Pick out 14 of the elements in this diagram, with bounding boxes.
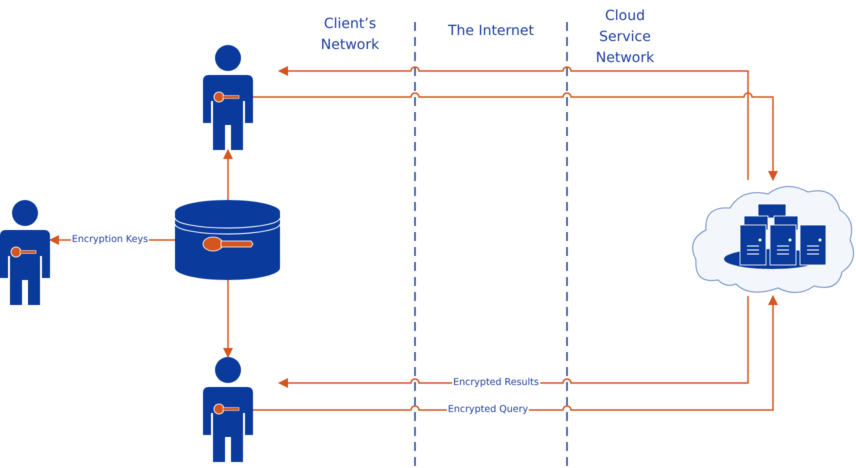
- user-icon: [0, 200, 50, 305]
- arrow: [278, 66, 749, 180]
- edge-label: Encrypted Results: [452, 377, 540, 389]
- user-icon: [203, 357, 253, 462]
- edge-label: Encrypted Query: [446, 404, 530, 416]
- edge-label: Encryption Keys: [70, 234, 150, 246]
- user-icon: [203, 45, 253, 150]
- arrow: [223, 149, 233, 200]
- zone-label: Cloud Service Network: [594, 7, 656, 68]
- key-database-cylinder: [175, 200, 280, 280]
- arrow: [223, 280, 233, 358]
- zone-label: Client’s Network: [320, 15, 380, 55]
- arrow: [253, 92, 778, 181]
- zone-label: The Internet: [446, 22, 536, 41]
